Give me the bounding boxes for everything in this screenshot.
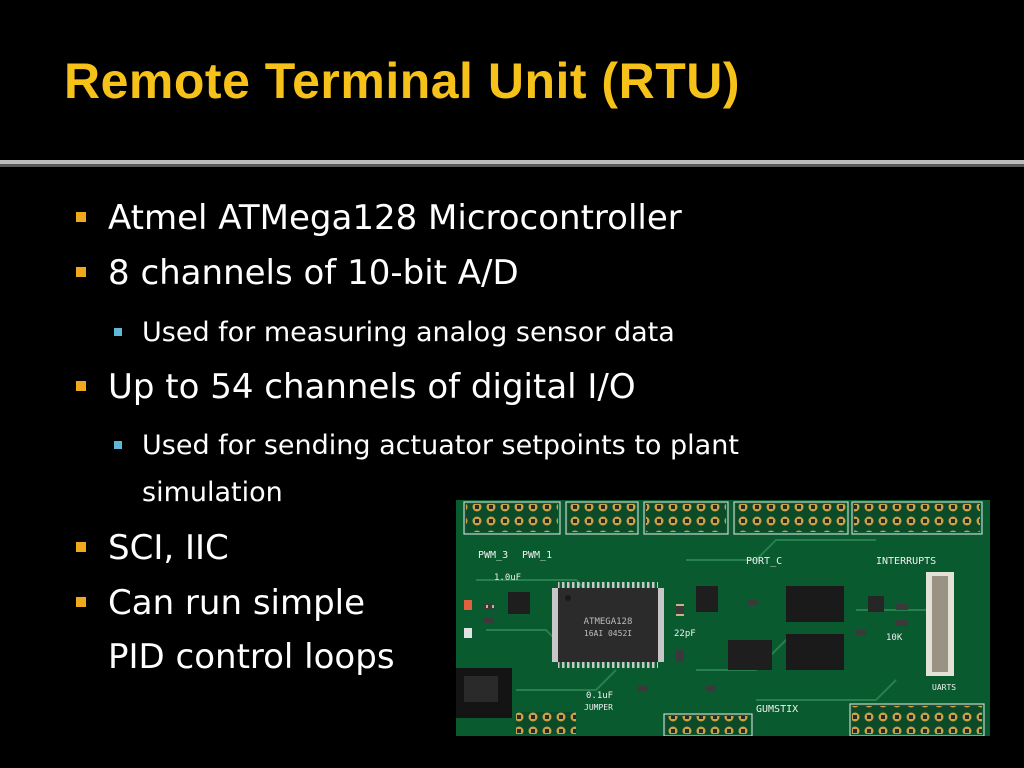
label-interrupts: INTERRUPTS [876, 556, 936, 567]
small-ic [508, 592, 530, 614]
bullet-item: Up to 54 channels of digital I/O [108, 367, 636, 407]
bullet-continuation: PID control loops [108, 637, 395, 677]
title-divider-dark [0, 164, 1024, 167]
slide-title: Remote Terminal Unit (RTU) [64, 53, 740, 109]
label-port-c: PORT_C [746, 556, 782, 567]
label-gumstix: GUMSTIX [756, 704, 798, 715]
bullet-marker [76, 381, 86, 391]
rtu-board-photo: PWM_3 PWM_1 PORT_C INTERRUPTS 1.0uF 22pF… [456, 500, 990, 736]
chip-marking-1: ATMEGA128 [584, 617, 633, 627]
driver-ic [786, 586, 844, 622]
bullet-item: SCI, IIC [108, 528, 229, 568]
bullet-marker [76, 267, 86, 277]
sub-bullet-continuation: simulation [142, 477, 283, 508]
label-jumper: JUMPER [584, 703, 613, 712]
sub-bullet-marker [114, 328, 122, 336]
label-res-1: 10K [886, 633, 903, 643]
bullet-item: Atmel ATMega128 Microcontroller [108, 198, 682, 238]
driver-ic [786, 634, 844, 670]
bullet-marker [76, 542, 86, 552]
label-cap-2: 22pF [674, 629, 696, 639]
small-ic [868, 596, 884, 612]
atmega-chip: ATMEGA128 16AI 0452I [552, 582, 664, 668]
bullet-marker [76, 597, 86, 607]
bullet-item: 8 channels of 10-bit A/D [108, 253, 519, 293]
title-divider-light [0, 160, 1024, 164]
small-ic [696, 586, 718, 612]
label-uarts: UARTS [932, 683, 956, 692]
bullet-item: Can run simple [108, 583, 366, 623]
sub-bullet-item: Used for sending actuator setpoints to p… [142, 430, 739, 461]
label-pwm1: PWM_1 [522, 550, 552, 561]
chip-marking-2: 16AI 0452I [584, 629, 632, 638]
label-cap-1: 1.0uF [494, 573, 521, 583]
sub-bullet-marker [114, 441, 122, 449]
label-pwm3: PWM_3 [478, 550, 508, 561]
title-bar: Remote Terminal Unit (RTU) [0, 0, 1024, 160]
pcb-illustration: PWM_3 PWM_1 PORT_C INTERRUPTS 1.0uF 22pF… [456, 500, 990, 736]
small-ic [728, 640, 772, 670]
bullet-marker [76, 212, 86, 222]
label-cap-3: 0.1uF [586, 691, 613, 701]
sub-bullet-item: Used for measuring analog sensor data [142, 317, 675, 348]
